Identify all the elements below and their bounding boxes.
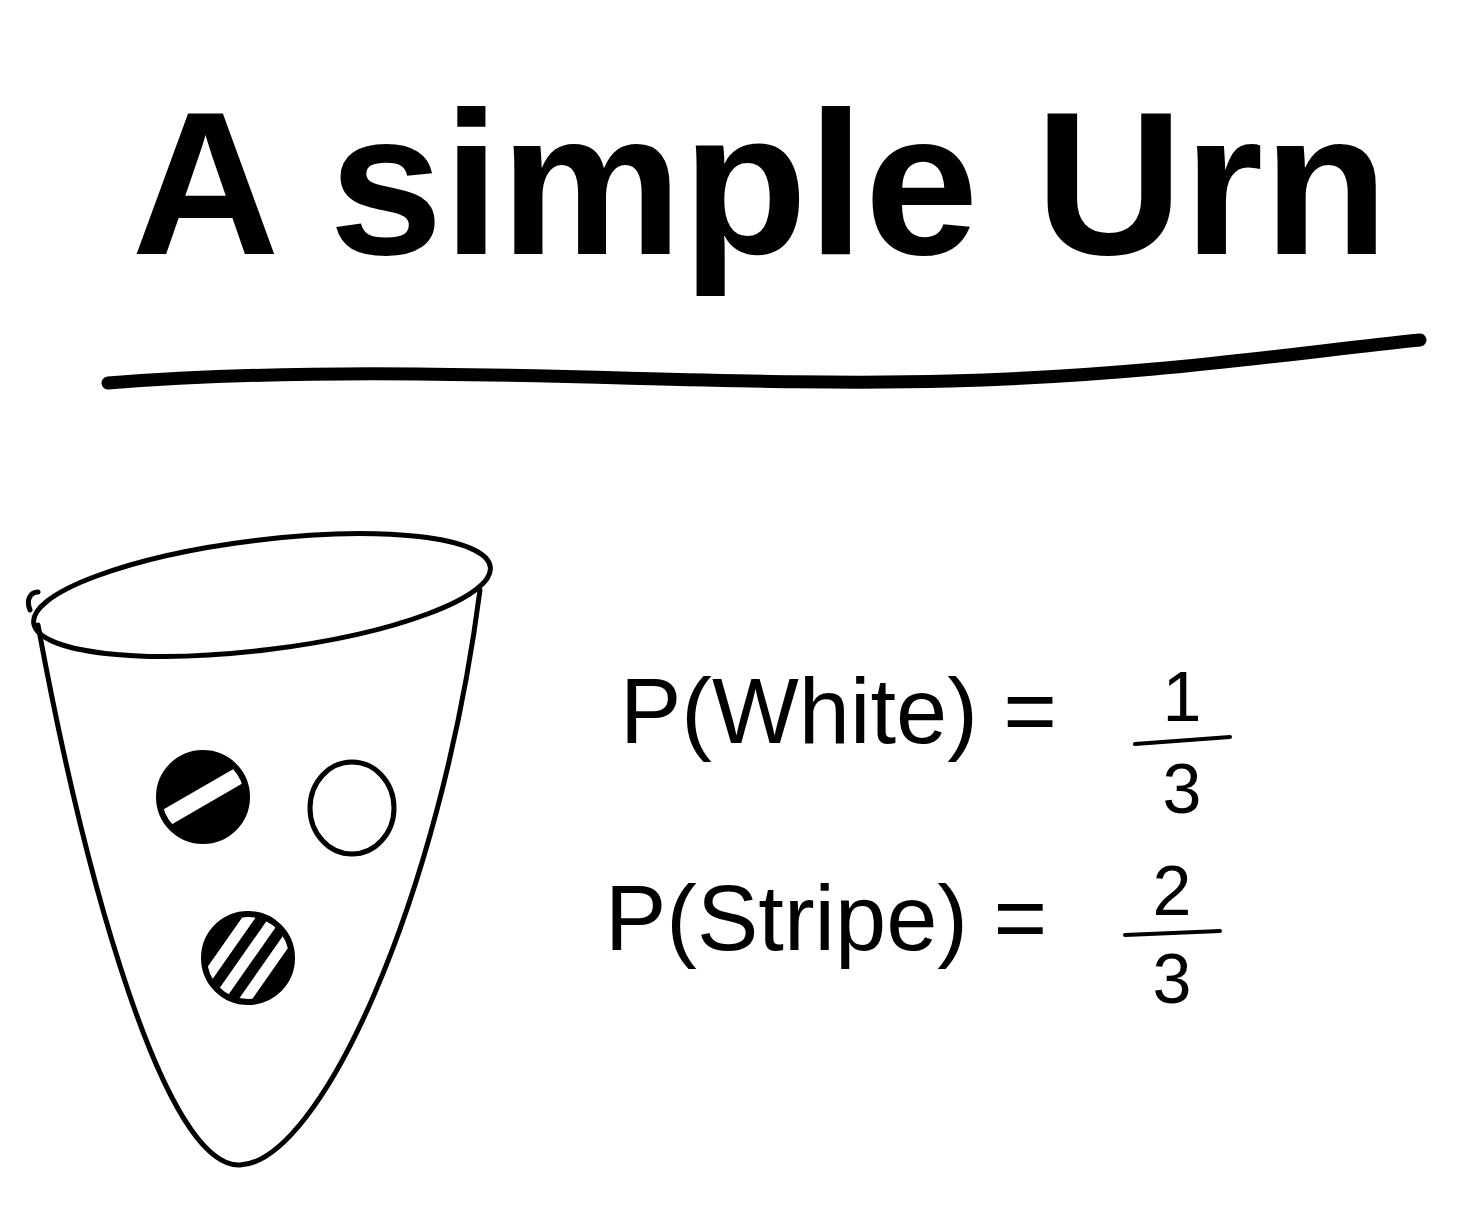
fraction-denominator: 3 [1153, 944, 1192, 1014]
white-ball [310, 762, 394, 854]
fraction-bar [1135, 737, 1230, 744]
probability-label: P(Stripe) = [605, 872, 1047, 964]
ball-outline [204, 914, 292, 1002]
striped-ball [144, 740, 265, 860]
fraction-bar [1125, 931, 1220, 935]
diagram-title: A simple Urn [132, 80, 1389, 285]
striped-ball [192, 891, 306, 1021]
fraction-denominator: 3 [1163, 754, 1202, 824]
urn-rim [27, 512, 497, 677]
title-underline [108, 340, 1420, 383]
ball-outline [159, 753, 247, 841]
urn-body [38, 590, 480, 1165]
fraction-numerator: 1 [1163, 662, 1202, 732]
probability-label: P(White) = [620, 665, 1057, 757]
urn-rim-edge [28, 592, 38, 610]
fraction-numerator: 2 [1153, 856, 1192, 926]
